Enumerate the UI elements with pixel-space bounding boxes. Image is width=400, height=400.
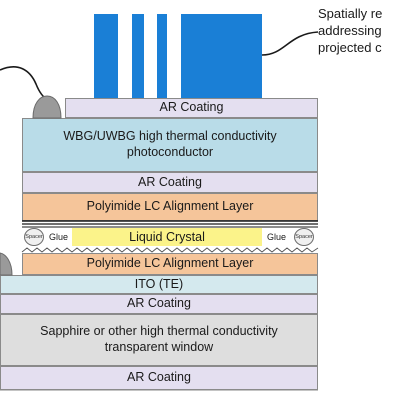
electrode-wire-top (0, 66, 49, 101)
sapphire-label-2: transparent window (104, 340, 214, 354)
electrode-contact-bottom (0, 252, 13, 276)
callout-leader (261, 31, 319, 56)
liquid-crystal-layer: Liquid Crystal (72, 228, 262, 246)
ar-coating-lower-label: AR Coating (127, 296, 191, 311)
ito-label: ITO (TE) (134, 276, 184, 291)
ar-coating-bottom-label: AR Coating (127, 370, 191, 385)
alignment-zigzag (21, 247, 319, 253)
callout-line-1: Spatially re (318, 6, 383, 21)
ar-coating-top: AR Coating (65, 98, 318, 118)
polyimide-layer-bottom: Polyimide LC Alignment Layer (22, 253, 318, 275)
callout-line-3: projected c (318, 39, 382, 55)
sapphire-window: Sapphire or other high thermal conductiv… (0, 314, 318, 366)
electrode-contact-top (32, 95, 62, 119)
sapphire-label-1: Sapphire or other high thermal conductiv… (40, 324, 278, 339)
ito-layer: ITO (TE) (0, 275, 318, 294)
spacer-right: Spacer (294, 228, 314, 246)
ar-coating-mid-label: AR Coating (138, 174, 202, 189)
ar-coating-top-label: AR Coating (159, 100, 224, 115)
polyimide-layer-top: Polyimide LC Alignment Layer (22, 193, 318, 221)
spacer-left-label: Spacer (25, 234, 43, 240)
photoconductor-label-1: WBG/UWBG high thermal conductivity (63, 129, 277, 144)
liquid-crystal-label: Liquid Crystal (129, 230, 205, 244)
polyimide-top-label: Polyimide LC Alignment Layer (86, 199, 254, 214)
light-bar-1 (94, 14, 118, 100)
ar-coating-mid: AR Coating (22, 172, 318, 193)
glue-right: Glue (267, 232, 287, 242)
polyimide-bottom-label: Polyimide LC Alignment Layer (86, 256, 254, 271)
callout-line-2: addressing (318, 22, 382, 38)
light-bar-3 (157, 14, 167, 100)
ar-coating-lower: AR Coating (0, 294, 318, 314)
photoconductor-layer: WBG/UWBG high thermal conductivity photo… (22, 118, 318, 172)
spacer-left: Spacer (24, 228, 44, 246)
ar-coating-bottom: AR Coating (0, 366, 318, 390)
glue-left: Glue (49, 232, 69, 242)
light-bar-4 (181, 14, 262, 100)
callout-text: Spatially re addressing projected c (318, 6, 382, 57)
spacer-right-label: Spacer (295, 234, 313, 240)
light-bar-2 (132, 14, 144, 100)
photoconductor-label-2: photoconductor (126, 145, 214, 159)
